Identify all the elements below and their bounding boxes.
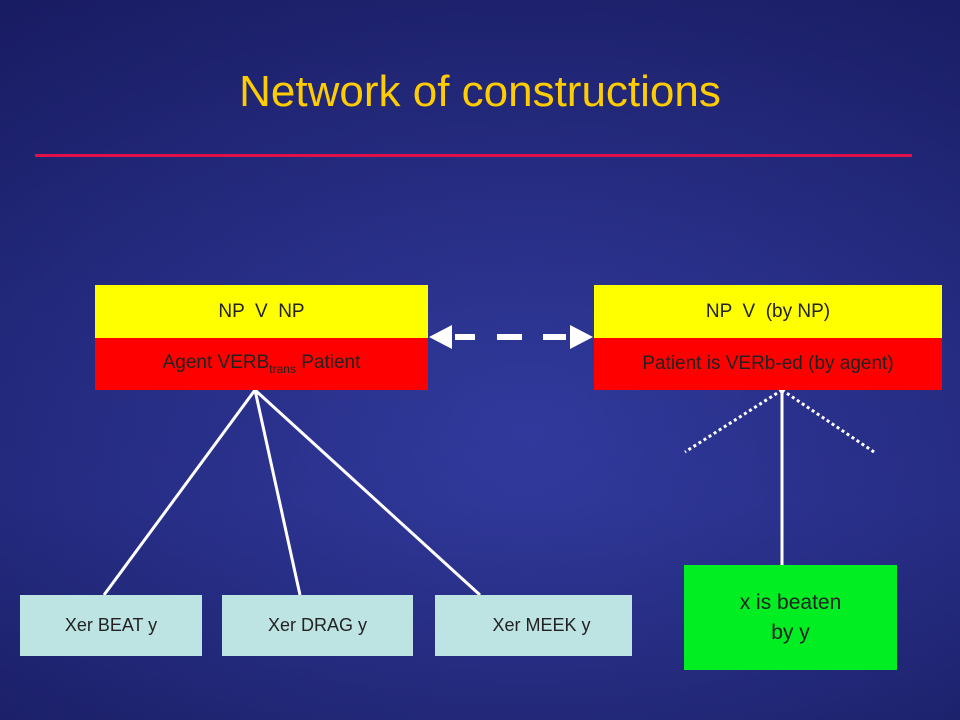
left-form-box: NP V NP [95,285,428,338]
instance-beat-label: Xer BEAT y [64,615,158,635]
arrow-head-right [570,325,593,349]
arrow-head-left [429,325,452,349]
title-underline [35,154,912,157]
right-form-box: NP V (by NP) [594,285,942,338]
right-meaning-label: Patient is VERb-ed (by agent) [642,353,894,374]
left-meaning-box: Agent VERBtrans Patient [95,338,428,390]
link-beat [102,389,257,596]
left-form-label: NP V NP [218,300,305,322]
link-meek [253,388,482,597]
right-form-label: NP V (by NP) [705,300,831,322]
left-meaning-label: Agent VERBtrans Patient [162,352,361,376]
instance-drag-label: Xer DRAG y [267,615,368,635]
passive-instance-box: x is beaten by y [684,565,897,670]
right-meaning-box: Patient is VERb-ed (by agent) [594,338,942,390]
instance-beat-box: Xer BEAT y [20,595,202,656]
passive-instance-line1: x is beaten [739,590,842,614]
link-drag [253,389,302,596]
instance-meek-label: Xer MEEK y [492,615,591,635]
passive-instance-line2: by y [771,620,810,644]
page-title: Network of constructions [239,67,721,116]
dotted-link-right [781,388,875,454]
instance-drag-box: Xer DRAG y [222,595,413,656]
dotted-link-left [684,388,783,454]
instance-meek-box: Xer MEEK y [435,595,632,656]
